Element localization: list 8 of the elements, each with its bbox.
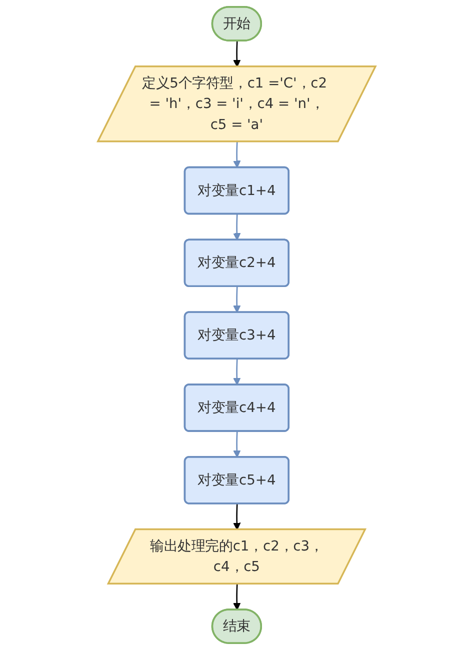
arrow bbox=[233, 214, 241, 240]
arrow bbox=[233, 504, 241, 530]
arrow bbox=[233, 142, 241, 168]
arrow bbox=[233, 359, 241, 386]
arrow bbox=[233, 431, 241, 458]
arrow bbox=[233, 286, 241, 313]
arrow bbox=[233, 584, 241, 610]
arrow bbox=[233, 40, 241, 68]
